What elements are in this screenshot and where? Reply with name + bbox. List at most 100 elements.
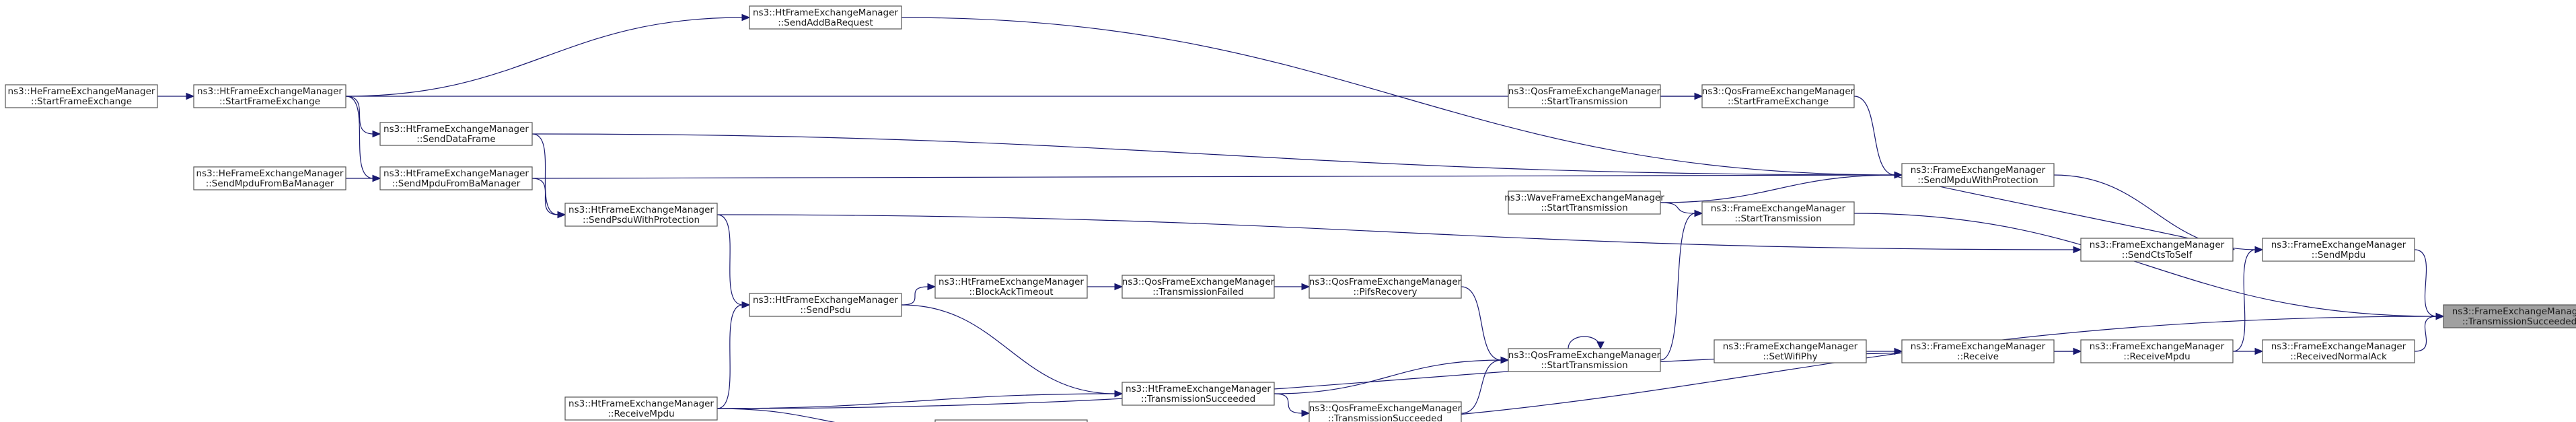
node-n-ht-spwp[interactable]: ns3::HtFrameExchangeManager::SendPsduWit…	[564, 203, 718, 227]
edge-line	[1853, 213, 2437, 317]
node-box	[2262, 238, 2415, 262]
node-box	[1121, 275, 1275, 299]
node-n-ht-sdf[interactable]: ns3::HtFrameExchangeManager::SendDataFra…	[379, 122, 533, 146]
node-n-ht-sp[interactable]: ns3::HtFrameExchangeManager::SendPsdu	[749, 293, 902, 317]
node-n-fem-rm[interactable]: ns3::FrameExchangeManager::ReceiveMpdu	[2080, 339, 2234, 363]
node-n-ht-ts[interactable]: ns3::HtFrameExchangeManager::Transmissio…	[1121, 382, 1275, 406]
node-class-label: ns3::HeFrameExchangeManager	[8, 86, 155, 97]
node-n-he-sfe[interactable]: ns3::HeFrameExchangeManager::StartFrameE…	[5, 84, 158, 108]
node-method-label: ::Receive	[1957, 351, 1999, 362]
node-method-label: ::PifsRecovery	[1353, 287, 1417, 297]
node-box	[749, 5, 902, 30]
edge-line	[1461, 286, 1502, 361]
edge-n-ht-spwp-to-n-ht-sdf	[531, 133, 566, 219]
node-n-qos-ts[interactable]: ns3::QosFrameExchangeManager::Transmissi…	[1309, 401, 1462, 422]
edge-n-ht-ts-to-n-ht-rm	[716, 390, 1124, 409]
node-method-label: ::SendAddBaRequest	[778, 17, 873, 28]
edge-line	[716, 214, 2075, 250]
node-n-ht-sabr[interactable]: ns3::HtFrameExchangeManager::SendAddBaRe…	[749, 5, 902, 30]
node-class-label: ns3::WaveFrameExchangeManager	[1504, 192, 1664, 203]
node-method-label: ::StartTransmission	[1541, 203, 1627, 213]
node-n-qos-sfe[interactable]: ns3::QosFrameExchangeManager::StartFrame…	[1701, 84, 1855, 108]
edge-line	[716, 408, 836, 422]
node-n-fem-scts[interactable]: ns3::FrameExchangeManager::SendCtsToSelf	[2080, 238, 2234, 262]
node-n-fem-rna[interactable]: ns3::FrameExchangeManager::ReceivedNorma…	[2262, 339, 2415, 363]
node-method-label: ::ReceivedNormalAck	[2290, 351, 2387, 362]
edge-arrowhead	[186, 92, 195, 100]
node-n-fem-rcv[interactable]: ns3::FrameExchangeManager::Receive	[1901, 339, 2055, 363]
node-method-label: ::SendPsduWithProtection	[583, 215, 700, 225]
node-n-qos-st1[interactable]: ns3::QosFrameExchangeManager::StartTrans…	[1508, 348, 1661, 372]
edge-n-ht-sabr-to-n-ht-sfe	[345, 13, 751, 97]
node-class-label: ns3::FrameExchangeManager	[1911, 341, 2046, 352]
edge-n-fem-rm-to-n-ht-rm	[716, 347, 2082, 409]
edge-n-ht-sp-to-n-ht-spwp	[716, 214, 751, 309]
node-n-he-smfbm[interactable]: ns3::HeFrameExchangeManager::SendMpduFro…	[193, 166, 346, 190]
node-box	[1508, 190, 1661, 215]
node-n-wave-st[interactable]: ns3::WaveFrameExchangeManager::StartTran…	[1504, 190, 1664, 215]
edge-line	[2414, 249, 2437, 317]
node-method-label: ::TransmissionSucceeded	[1328, 413, 1442, 422]
node-box	[1901, 163, 2055, 187]
node-class-label: ns3::HtFrameExchangeManager	[939, 277, 1084, 287]
node-class-label: ns3::FrameExchangeManager	[2090, 341, 2225, 352]
edge-n-ht-spwp-to-n-ht-smfbm	[531, 178, 566, 219]
node-method-label: ::SetWifiPhy	[1763, 351, 1817, 362]
edge-n-qos-st1-to-n-ht-ts	[1274, 356, 1510, 394]
edge-n-fem-ts-to-n-qos-rm	[1364, 312, 2445, 422]
edge-line	[2414, 316, 2437, 352]
node-box	[1121, 382, 1275, 406]
node-n-fem-smwp[interactable]: ns3::FrameExchangeManager::SendMpduWithP…	[1901, 163, 2055, 187]
edge-arrowhead	[1694, 209, 1703, 217]
edge-n-fem-ts-to-n-fem-sm	[2414, 249, 2445, 320]
node-n-fem-ts[interactable]: ns3::FrameExchangeManager::TransmissionS…	[2443, 304, 2576, 328]
edge-line	[531, 133, 559, 215]
node-n-ht-rm[interactable]: ns3::HtFrameExchangeManager::ReceiveMpdu	[564, 396, 718, 421]
node-class-label: ns3::HtFrameExchangeManager	[1126, 384, 1271, 394]
edge-arrowhead	[1301, 283, 1311, 291]
node-method-label: ::SendCtsToSelf	[2122, 250, 2193, 260]
edge-n-qos-pr-to-n-qos-tf	[1274, 283, 1311, 291]
node-n-fem-swp[interactable]: ns3::FrameExchangeManager::SetWifiPhy	[1714, 339, 1867, 363]
node-n-ht-bat[interactable]: ns3::HtFrameExchangeManager::BlockAckTim…	[934, 275, 1088, 299]
node-n-qos-pr[interactable]: ns3::QosFrameExchangeManager::PifsRecove…	[1309, 275, 1462, 299]
node-method-label: ::SendMpduFromBaManager	[392, 178, 521, 189]
edge-n-qos-st1-to-n-qos-ts	[1461, 356, 1510, 414]
edge-n-qos-rm-to-n-ht-rm	[716, 408, 836, 422]
edge-n-fem-rna-to-n-fem-rm	[2233, 347, 2264, 355]
node-n-qos-st2[interactable]: ns3::QosFrameExchangeManager::StartTrans…	[1508, 84, 1661, 108]
node-class-label: ns3::FrameExchangeManager	[2090, 240, 2225, 250]
edge-n-qos-tf-to-n-ht-bat	[1087, 283, 1124, 291]
node-box	[2080, 339, 2234, 363]
node-n-qos-tf[interactable]: ns3::QosFrameExchangeManager::Transmissi…	[1121, 275, 1275, 299]
node-class-label: ns3::HtFrameExchangeManager	[568, 398, 714, 409]
node-n-ht-sfe[interactable]: ns3::HtFrameExchangeManager::StartFrameE…	[193, 84, 346, 108]
node-box	[379, 122, 533, 146]
edge-arrowhead	[1114, 390, 1124, 398]
edge-line	[901, 304, 1116, 394]
node-method-label: ::SendPsdu	[800, 305, 850, 316]
node-box	[1714, 339, 1867, 363]
node-n-ht-smfbm[interactable]: ns3::HtFrameExchangeManager::SendMpduFro…	[379, 166, 533, 190]
node-n-fem-sm[interactable]: ns3::FrameExchangeManager::SendMpdu	[2262, 238, 2415, 262]
edge-arrowhead	[927, 283, 936, 291]
edge-n-fem-ts-to-n-fem-rna	[2414, 312, 2445, 352]
node-method-label: ::SendMpdu	[2312, 250, 2365, 260]
node-method-label: ::SendMpduFromBaManager	[206, 178, 334, 189]
node-box	[749, 293, 902, 317]
edge-n-fem-ts-to-n-fem-st	[1853, 213, 2445, 320]
node-box	[564, 203, 718, 227]
edge-line	[716, 351, 2075, 409]
node-class-label: ns3::QosFrameExchangeManager	[1122, 277, 1275, 287]
node-method-label: ::StartFrameExchange	[219, 96, 320, 107]
edge-line	[1274, 359, 1502, 394]
edge-n-ht-sdf-to-n-ht-sfe	[345, 96, 381, 138]
edge-n-fem-smwp-to-n-qos-sfe	[1853, 96, 1903, 179]
edge-line	[716, 304, 743, 409]
node-class-label: ns3::HtFrameExchangeManager	[753, 7, 898, 18]
node-box	[934, 275, 1088, 299]
node-n-fem-st[interactable]: ns3::FrameExchangeManager::StartTransmis…	[1701, 201, 1855, 225]
edge-arrowhead	[741, 13, 751, 22]
node-method-label: ::ReceiveMpdu	[2123, 351, 2190, 362]
edge-n-fem-scts-to-n-ht-spwp	[716, 214, 2082, 254]
